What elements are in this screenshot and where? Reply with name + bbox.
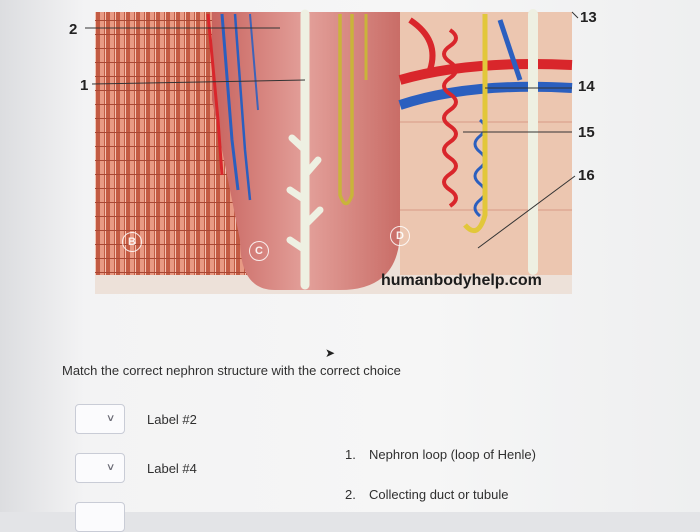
region-letter-b: B: [122, 232, 142, 252]
cursor-arrow-icon: ➤: [325, 346, 336, 360]
answer-dropdown-label-4[interactable]: ∨: [75, 453, 125, 483]
figure-label-2: 2: [69, 21, 78, 38]
figure-label-14: 14: [578, 78, 595, 95]
choice-number: 2.: [345, 487, 356, 502]
choice-list: 1. Nephron loop (loop of Henle) 2. Colle…: [345, 447, 536, 527]
region-letter-c: C: [249, 241, 269, 261]
answer-dropdown-label-2[interactable]: ∨: [75, 404, 125, 434]
figure-label-1: 1: [80, 77, 89, 94]
region-letter-d: D: [390, 226, 410, 246]
answer-dropdown-3[interactable]: [75, 502, 125, 532]
choice-text: Collecting duct or tubule: [369, 487, 509, 502]
choice-item: 1. Nephron loop (loop of Henle): [345, 447, 536, 487]
figure-label-15: 15: [578, 124, 595, 141]
dropdown-label-2: Label #2: [147, 412, 197, 427]
choice-number: 1.: [345, 447, 356, 462]
nephron-model-image: 2 1 13 14 15 16 B C D humanbodyhelp.com: [69, 9, 597, 294]
figure-label-16: 16: [578, 167, 595, 184]
question-prompt: Match the correct nephron structure with…: [62, 363, 401, 378]
image-watermark: humanbodyhelp.com: [381, 272, 542, 289]
choice-item: 2. Collecting duct or tubule: [345, 487, 536, 527]
choice-text: Nephron loop (loop of Henle): [369, 447, 536, 462]
chevron-down-icon: ∨: [105, 413, 116, 424]
chevron-down-icon: ∨: [105, 462, 116, 473]
figure-label-13: 13: [580, 9, 597, 26]
dropdown-label-4: Label #4: [147, 461, 197, 476]
